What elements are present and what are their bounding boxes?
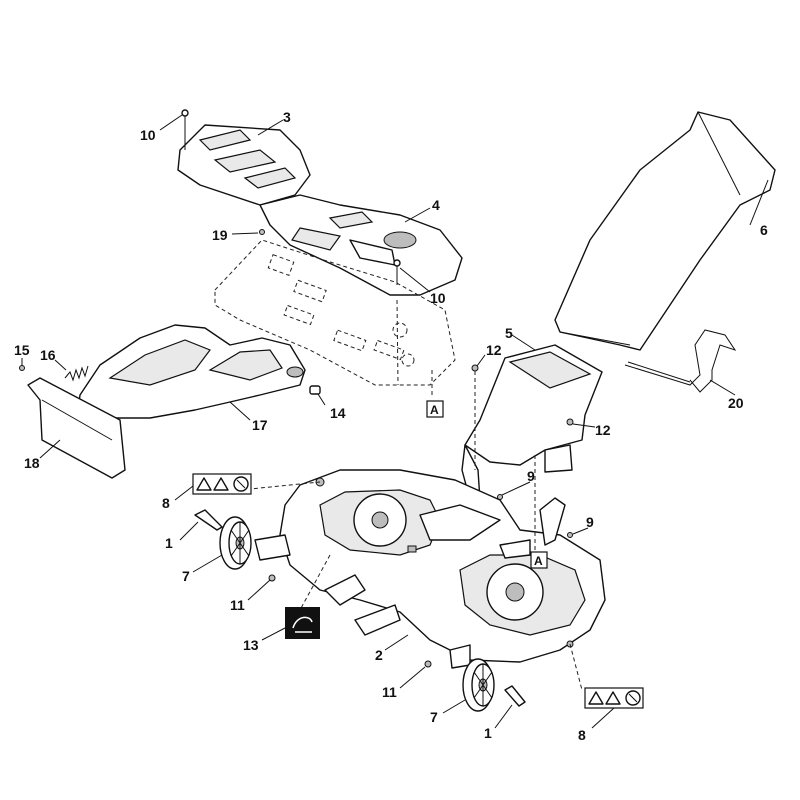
callout-8: 8 <box>578 727 586 743</box>
top-cover <box>177 124 463 296</box>
dashed-connectors <box>239 455 583 691</box>
reference-mark-a: A <box>430 403 439 417</box>
callout-16: 16 <box>40 347 56 363</box>
callout-2: 2 <box>375 647 383 663</box>
reference-box-a-upper: A <box>426 400 444 418</box>
callout-11: 11 <box>382 684 397 700</box>
callout-14: 14 <box>330 405 346 421</box>
axle-bolts <box>194 509 526 707</box>
warning-triangle-icon <box>588 691 604 705</box>
curved-chute <box>554 111 776 351</box>
rear-chute-housing <box>77 324 306 419</box>
callout-11: 11 <box>230 597 245 613</box>
callout-12: 12 <box>486 342 502 358</box>
callout-8: 8 <box>162 495 170 511</box>
reference-box-a-lower: A <box>530 551 548 569</box>
bag-chute <box>461 344 603 501</box>
callout-1: 1 <box>165 535 173 551</box>
front-wheel-left <box>219 516 252 570</box>
bag-symbol-icon <box>292 616 313 633</box>
mower-deck <box>279 469 606 663</box>
callout-labels: 10 3 4 6 19 10 15 16 17 14 18 5 12 12 20… <box>14 109 768 743</box>
reference-mark-a: A <box>534 554 543 568</box>
warning-triangle-icon <box>213 477 229 491</box>
warning-decal-lower <box>584 687 644 709</box>
leader-lines <box>21 114 769 729</box>
warning-triangle-icon <box>605 691 621 705</box>
callout-9: 9 <box>527 468 535 484</box>
callout-3: 3 <box>283 109 291 125</box>
deck-brackets <box>254 497 566 669</box>
callout-19: 19 <box>212 227 228 243</box>
callout-18: 18 <box>24 455 40 471</box>
callout-7: 7 <box>430 709 438 725</box>
callout-5: 5 <box>505 325 513 341</box>
callout-15: 15 <box>14 342 30 358</box>
callout-6: 6 <box>760 222 768 238</box>
warning-triangle-icon <box>196 477 212 491</box>
callout-12: 12 <box>595 422 611 438</box>
callout-17: 17 <box>252 417 268 433</box>
wire-rod <box>624 329 737 393</box>
callout-1: 1 <box>484 725 492 741</box>
callout-4: 4 <box>432 197 440 213</box>
callout-7: 7 <box>182 568 190 584</box>
callout-20: 20 <box>728 395 744 411</box>
callout-9: 9 <box>586 514 594 530</box>
rear-bracket <box>27 377 126 479</box>
spring <box>64 365 89 382</box>
small-hardware <box>19 109 574 668</box>
dashed-gasket-plate <box>214 239 456 398</box>
bag-symbol-decal <box>285 607 320 639</box>
front-wheel-right <box>462 658 495 712</box>
callout-10: 10 <box>430 290 446 306</box>
warning-decal-upper <box>192 473 252 495</box>
callout-10: 10 <box>140 127 156 143</box>
callout-13: 13 <box>243 637 259 653</box>
